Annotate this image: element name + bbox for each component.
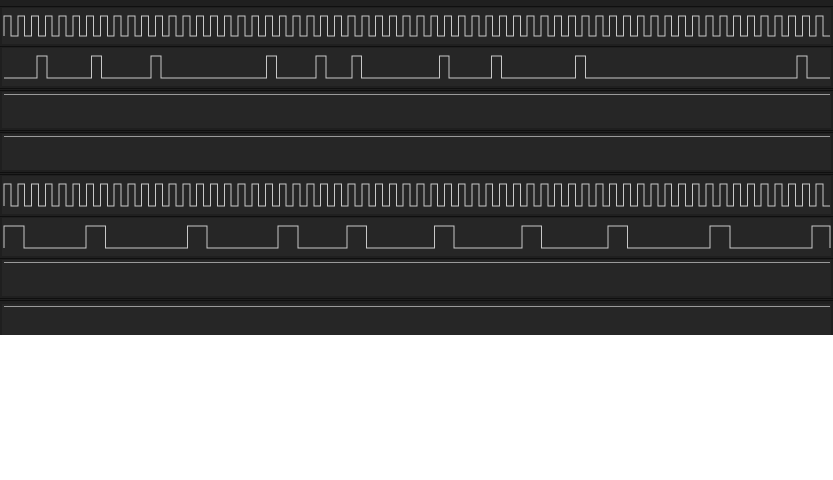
waveform-canvas — [0, 6, 833, 335]
channel-lane-ch8 — [2, 304, 831, 335]
channel-lane-ch4 — [2, 134, 831, 170]
clock-waveform-ch5 — [3, 183, 830, 207]
channel-lane-ch7 — [2, 260, 831, 296]
channel-lane-ch3 — [2, 92, 831, 128]
logic-analyzer-view — [0, 0, 833, 335]
pulse-waveform-ch6 — [3, 225, 831, 249]
pulse-waveform-ch2 — [4, 55, 830, 79]
channel-lane-ch6 — [2, 218, 831, 256]
channel-lane-ch2 — [2, 48, 831, 86]
clock-waveform-ch1 — [3, 15, 830, 37]
